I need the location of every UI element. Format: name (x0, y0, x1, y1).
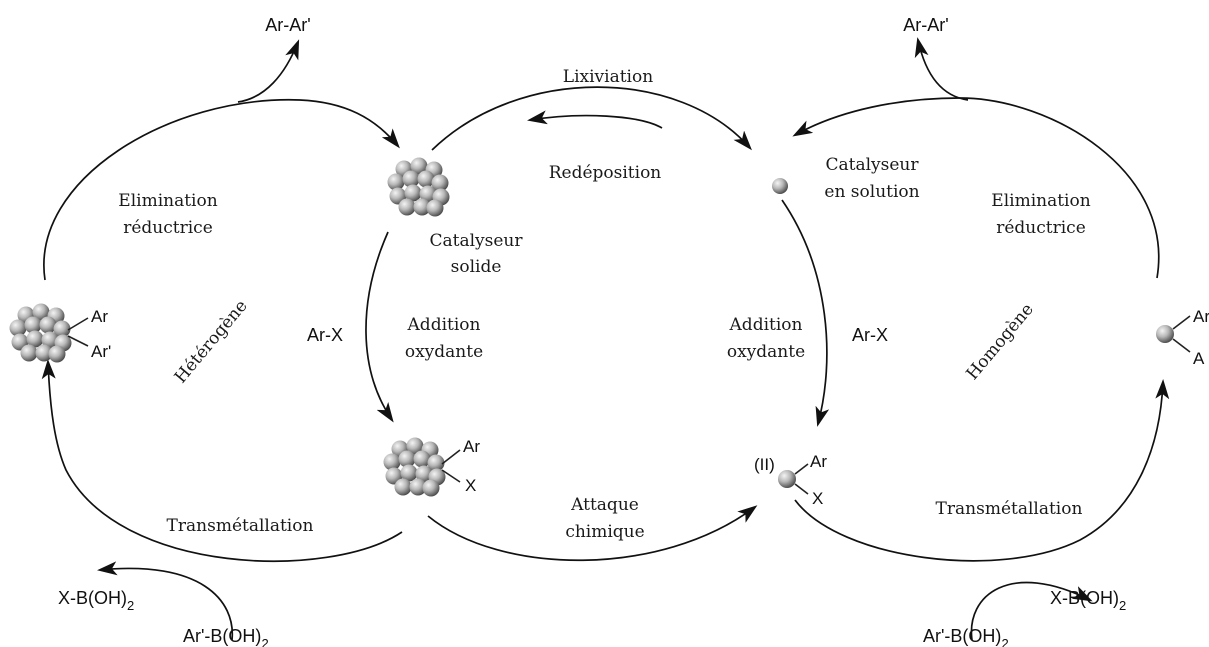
chem-right-atom-ar: Ar (1193, 307, 1209, 326)
label-elimination-left: Elimination (118, 191, 217, 211)
arc-right-transmetallation (794, 379, 1170, 562)
chem-left-cluster-arprime: Ar' (91, 342, 111, 361)
chem-arb-right: Ar'-B(OH)2 (923, 626, 1009, 647)
pd2-complex (778, 463, 809, 495)
label-heterogene: Hétérogène (171, 296, 252, 387)
label-reductrice-left: réductrice (123, 218, 213, 238)
label-addition-left: Addition (407, 315, 481, 335)
arc-redeposition (527, 110, 663, 129)
arc-left-transmetallation (41, 359, 403, 563)
arc-left-elimination (43, 99, 400, 281)
arc-right-ar-ar-branch (914, 37, 969, 101)
label-transmetallation-right: Transmétallation (936, 499, 1083, 519)
chem-bottom-cluster-ar: Ar (463, 437, 480, 456)
label-oxydante-left: oxydante (405, 342, 483, 362)
label-homogene: Homogène (962, 300, 1037, 384)
left-cluster-ar-arprime (9, 303, 89, 363)
bottom-cluster-ar-x (383, 437, 461, 497)
arc-left-xb-branch (97, 561, 234, 641)
label-catalyseur-solide: Catalyseur (429, 231, 523, 251)
chem-pd2-ar: Ar (810, 452, 827, 471)
chem-right-atom-a: A (1193, 349, 1205, 368)
arc-attaque-chimique (427, 505, 758, 562)
label-chimique: chimique (565, 522, 644, 542)
label-reductrice-right: réductrice (996, 218, 1086, 238)
label-en-solution: en solution (824, 182, 919, 202)
chem-ar-ar-right: Ar-Ar' (903, 15, 948, 35)
arc-right-elimination (792, 97, 1160, 279)
solid-catalyst-cluster (387, 157, 450, 217)
arc-right-addition (781, 199, 830, 427)
chem-ar-ar-left: Ar-Ar' (265, 15, 310, 35)
chem-ar-x-left: Ar-X (307, 325, 343, 345)
chem-pd2-x: X (812, 489, 823, 508)
label-solide: solide (451, 257, 502, 277)
chem-arb-left: Ar'-B(OH)2 (183, 626, 269, 647)
label-transmetallation-left: Transmétallation (167, 516, 314, 536)
label-attaque: Attaque (570, 495, 639, 515)
arc-right-xb-branch (970, 581, 1093, 641)
label-lixiviation: Lixiviation (563, 67, 653, 87)
arc-left-ar-ar-branch (237, 39, 300, 103)
chem-xb-right: X-B(OH)2 (1050, 588, 1126, 613)
chem-left-cluster-ar: Ar (91, 307, 108, 326)
label-redeposition: Redéposition (549, 163, 662, 183)
arc-lixiviation (431, 86, 752, 151)
arc-left-addition (365, 231, 394, 423)
chem-pd2-oxidation: (II) (754, 455, 775, 474)
right-atom-ar-a (1156, 315, 1191, 353)
chem-ar-x-right: Ar-X (852, 325, 888, 345)
solution-catalyst-atom (772, 178, 788, 194)
label-oxydante-right: oxydante (727, 342, 805, 362)
label-catalyseur-solution: Catalyseur (825, 155, 919, 175)
label-addition-right: Addition (729, 315, 803, 335)
chem-bottom-cluster-x: X (465, 476, 476, 495)
chem-xb-left: X-B(OH)2 (58, 588, 134, 613)
label-elimination-right: Elimination (991, 191, 1090, 211)
